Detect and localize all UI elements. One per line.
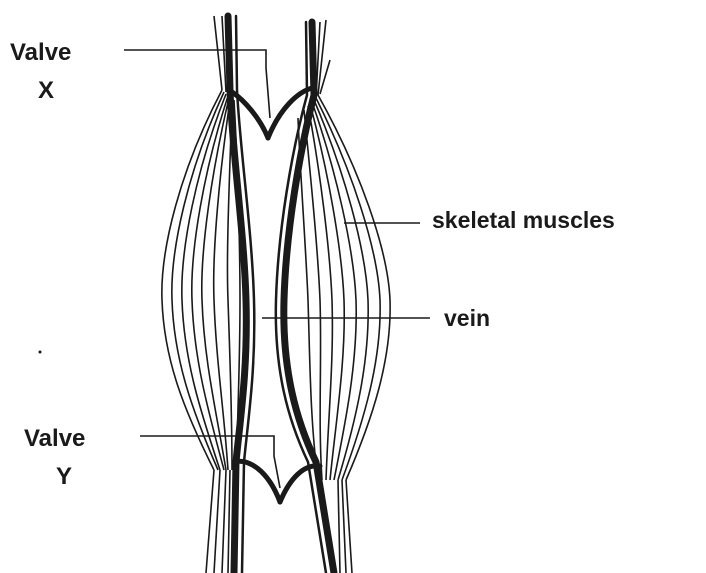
- valve-x: [232, 88, 312, 138]
- valve-x-label: Valve: [10, 39, 71, 66]
- valve-y-letter: Y: [56, 463, 72, 490]
- valve-y-label: Valve: [24, 425, 85, 452]
- vein-label: vein: [444, 305, 490, 331]
- left-skeletal-muscle: [162, 16, 240, 573]
- valve-y: [234, 461, 320, 502]
- valve-y-left-cusp: [234, 461, 280, 502]
- skeletal-muscles-label: skeletal muscles: [432, 207, 615, 233]
- valve-x-letter: X: [38, 77, 54, 104]
- valve-x-left-cusp: [232, 92, 268, 138]
- scan-speck: [39, 351, 42, 354]
